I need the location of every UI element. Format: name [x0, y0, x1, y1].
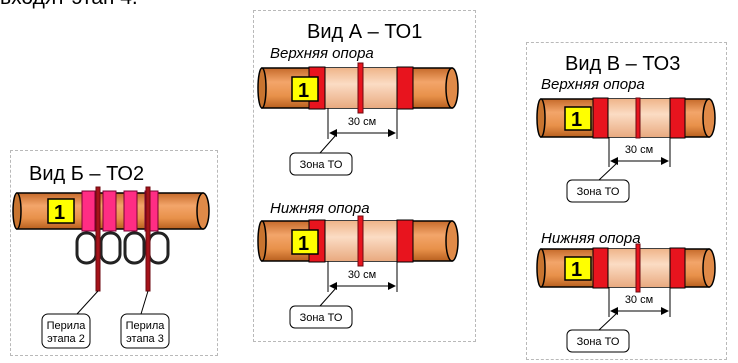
dimension-a-lower: 30 см [327, 261, 398, 292]
zone-callout-a-lower: Зона ТО [289, 287, 353, 329]
dimension-v-upper: 30 см [608, 137, 671, 167]
pipe-v-upper: 1 [536, 97, 716, 139]
view-b-panel: Вид Б – ТО2 1 [10, 150, 218, 356]
svg-text:1: 1 [298, 80, 309, 102]
svg-text:1: 1 [298, 233, 309, 255]
carabiner-icons [75, 231, 170, 265]
view-b-title: Вид Б – ТО2 [29, 163, 144, 185]
view-v-upper-label: Верхняя опора [541, 76, 645, 93]
pipe-a-lower: 1 [257, 215, 459, 267]
svg-text:1: 1 [571, 259, 582, 281]
zone-callout-a-upper: Зона ТО [289, 134, 353, 176]
marker-number-icon: 1 [47, 198, 75, 224]
marker-number-icon [564, 256, 592, 281]
marker-number-icon [291, 229, 319, 255]
svg-text:30 см: 30 см [348, 116, 376, 128]
marker-number-icon [564, 106, 592, 131]
view-a-panel: Вид А – ТО1 Верхняя опора 1 30 см Зона Т… [253, 10, 476, 342]
svg-text:Перила: Перила [47, 320, 87, 332]
callout-rail-stage3: Перила этапа 3 [120, 290, 170, 349]
svg-text:Зона ТО: Зона ТО [300, 159, 343, 171]
dimension-v-lower: 30 см [608, 287, 671, 317]
dimension-a-upper: 30 см [327, 108, 398, 139]
rope-lines [96, 187, 150, 291]
svg-text:Перила: Перила [126, 320, 166, 332]
svg-text:30 см: 30 см [348, 269, 376, 281]
svg-text:этапа 3: этапа 3 [126, 333, 164, 345]
svg-text:1: 1 [571, 109, 582, 131]
zone-callout-v-upper: Зона ТО [566, 162, 630, 203]
svg-text:1: 1 [54, 202, 65, 224]
view-a-lower-label: Нижняя опора [270, 200, 370, 217]
svg-text:30 см: 30 см [625, 294, 653, 306]
svg-text:этапа 2: этапа 2 [47, 333, 85, 345]
callout-rail-stage2: Перила этапа 2 [41, 290, 99, 349]
svg-text:30 см: 30 см [625, 144, 653, 156]
svg-text:Зона ТО: Зона ТО [577, 186, 620, 198]
pipe-a-upper: 1 [257, 62, 459, 114]
view-v-lower-label: Нижняя опора [541, 230, 641, 247]
svg-text:Зона ТО: Зона ТО [300, 312, 343, 324]
view-v-panel: Вид В – ТО3 Верхняя опора 1 30 см Зона Т… [526, 42, 727, 360]
view-a-upper-label: Верхняя опора [270, 45, 374, 62]
marker-number-icon [291, 76, 319, 102]
zone-callout-v-lower: Зона ТО [566, 312, 630, 353]
view-v-title: Вид В – ТО3 [565, 53, 680, 75]
intro-text: входят этап 4. [0, 0, 138, 10]
svg-text:Зона ТО: Зона ТО [577, 336, 620, 348]
pipe-v-lower: 1 [536, 243, 716, 293]
view-a-title: Вид А – ТО1 [307, 21, 422, 43]
